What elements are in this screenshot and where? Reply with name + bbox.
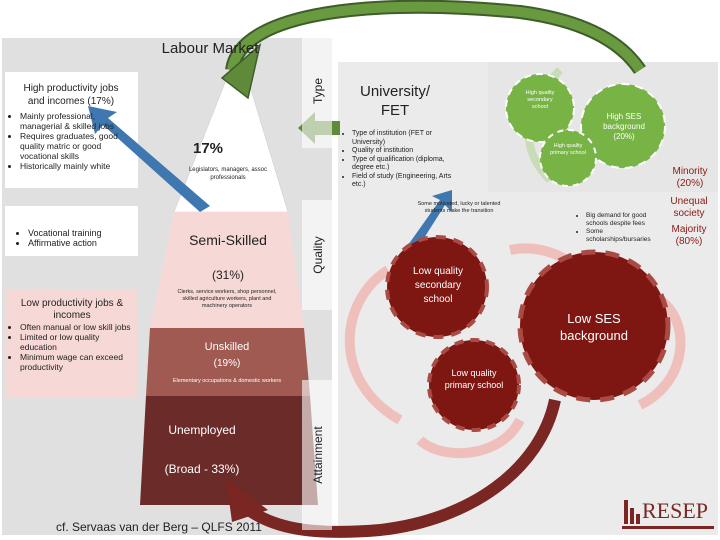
bullet: Historically mainly white <box>20 161 138 171</box>
pink-cycle-arrow-left <box>344 265 403 425</box>
gear-low-secondary-label: Low quality secondary school <box>412 266 464 305</box>
bullet: Limited or low quality education <box>20 332 138 352</box>
green-arc-arrowhead <box>220 42 262 100</box>
attainment-label-bar <box>302 380 332 530</box>
maroon-arc-arrow <box>238 398 561 538</box>
labour-market-title: Labour Market <box>161 40 259 57</box>
bullet: Some scholarships/bursaries <box>586 228 660 244</box>
bullet: Type of institution (FET or University) <box>352 130 460 147</box>
blue-arrow-up-left <box>88 106 210 212</box>
bullet: Vocational training <box>28 228 136 238</box>
gear-high-secondary <box>505 73 575 143</box>
type-label: Type <box>311 78 325 105</box>
low-productivity-title: Low productivity jobs & incomes <box>20 298 124 321</box>
gear-high-ses-label: High SES background (20%) <box>603 112 645 141</box>
pyramid-semi-note: Clerks, service workers, shop personnel,… <box>177 289 277 309</box>
bullet: Minimum wage can exceed productivity <box>20 352 138 372</box>
pyramid-top-pct: 17% <box>192 140 224 157</box>
low-productivity-bullets: Often manual or low skill jobs Limited o… <box>8 322 138 372</box>
pyramid-semi-label: Semi-Skilled <box>189 232 267 248</box>
transition-note: Some motivated, lucky or talented studen… <box>417 201 501 214</box>
university-title: University/ FET <box>359 83 430 119</box>
citation: cf. Servaas van der Berg – QLFS 2011 <box>56 520 262 534</box>
pyramid-semi-pct: (31%) <box>211 268 244 282</box>
pyramid-unskilled-pct: (19%) <box>213 358 241 369</box>
type-label-bar <box>302 38 332 148</box>
pyramid-unemployed-pct: (Broad - 33%) <box>164 462 240 476</box>
vocational-bullets: Vocational training Affirmative action <box>16 228 136 248</box>
bullet: Often manual or low skill jobs <box>20 322 138 332</box>
pink-cycle-arrow-top-right <box>637 295 686 410</box>
bullet: Mainly professional, managerial & skille… <box>20 111 138 131</box>
bullet: Quality of institution <box>352 147 460 156</box>
unequal-society-label: Unequal society <box>670 196 708 219</box>
demand-bullets: Big demand for good schools despite fees… <box>574 212 660 244</box>
bullet: Field of study (Engineering, Arts etc.) <box>352 173 460 190</box>
pyramid-unskilled <box>146 328 310 396</box>
bullet: Type of qualification (diploma, degree e… <box>352 156 460 173</box>
green-arc-arrow-fill <box>227 1 645 73</box>
high-productivity-title: High productivity jobs and incomes (17%) <box>23 83 119 107</box>
pyramid-semi-skilled <box>150 212 304 328</box>
pyramid-unskilled-note: Elementary occupations & domestic worker… <box>172 378 282 384</box>
gear-low-ses-label: Low SES background <box>560 311 628 343</box>
pyramid-unemployed-label: Unemployed <box>168 423 236 437</box>
pyramid-unskilled-label: Unskilled <box>204 341 250 353</box>
quality-label: Quality <box>311 236 325 274</box>
bullet: Big demand for good schools despite fees <box>586 212 660 228</box>
pink-cycle-arrow-bottom <box>416 417 525 459</box>
bullet: Requires graduates, good quality matric … <box>20 131 138 161</box>
gear-high-ses <box>580 83 666 169</box>
resep-logo: RESEP <box>642 498 709 523</box>
resep-logo-mark <box>622 500 714 529</box>
majority-label: Majority (80%) <box>671 224 707 247</box>
gear-low-primary-label: Low quality primary school <box>444 368 504 390</box>
pyramid-top-note: Legislators, managers, assoc professiona… <box>188 167 268 181</box>
low-productivity-box <box>5 290 138 398</box>
gear-low-ses <box>517 249 671 403</box>
bullet: Affirmative action <box>28 238 136 248</box>
quality-label-bar <box>302 200 332 310</box>
minority-label: Minority (20%) <box>672 166 708 189</box>
high-productivity-bullets: Mainly professional, managerial & skille… <box>8 111 138 171</box>
university-bullets: Type of institution (FET or University) … <box>340 130 460 190</box>
maroon-arc-arrowhead <box>226 478 268 522</box>
gear-low-primary <box>427 338 521 432</box>
gear-high-primary-label: High quality primary school <box>550 143 586 156</box>
vocational-box <box>5 206 138 256</box>
gear-high-primary <box>539 129 597 187</box>
attainment-label: Attainment <box>311 426 325 484</box>
pyramid-unemployed <box>140 396 318 505</box>
gear-high-secondary-label: High quality secondary school <box>525 90 555 110</box>
gear-low-secondary <box>385 235 489 339</box>
